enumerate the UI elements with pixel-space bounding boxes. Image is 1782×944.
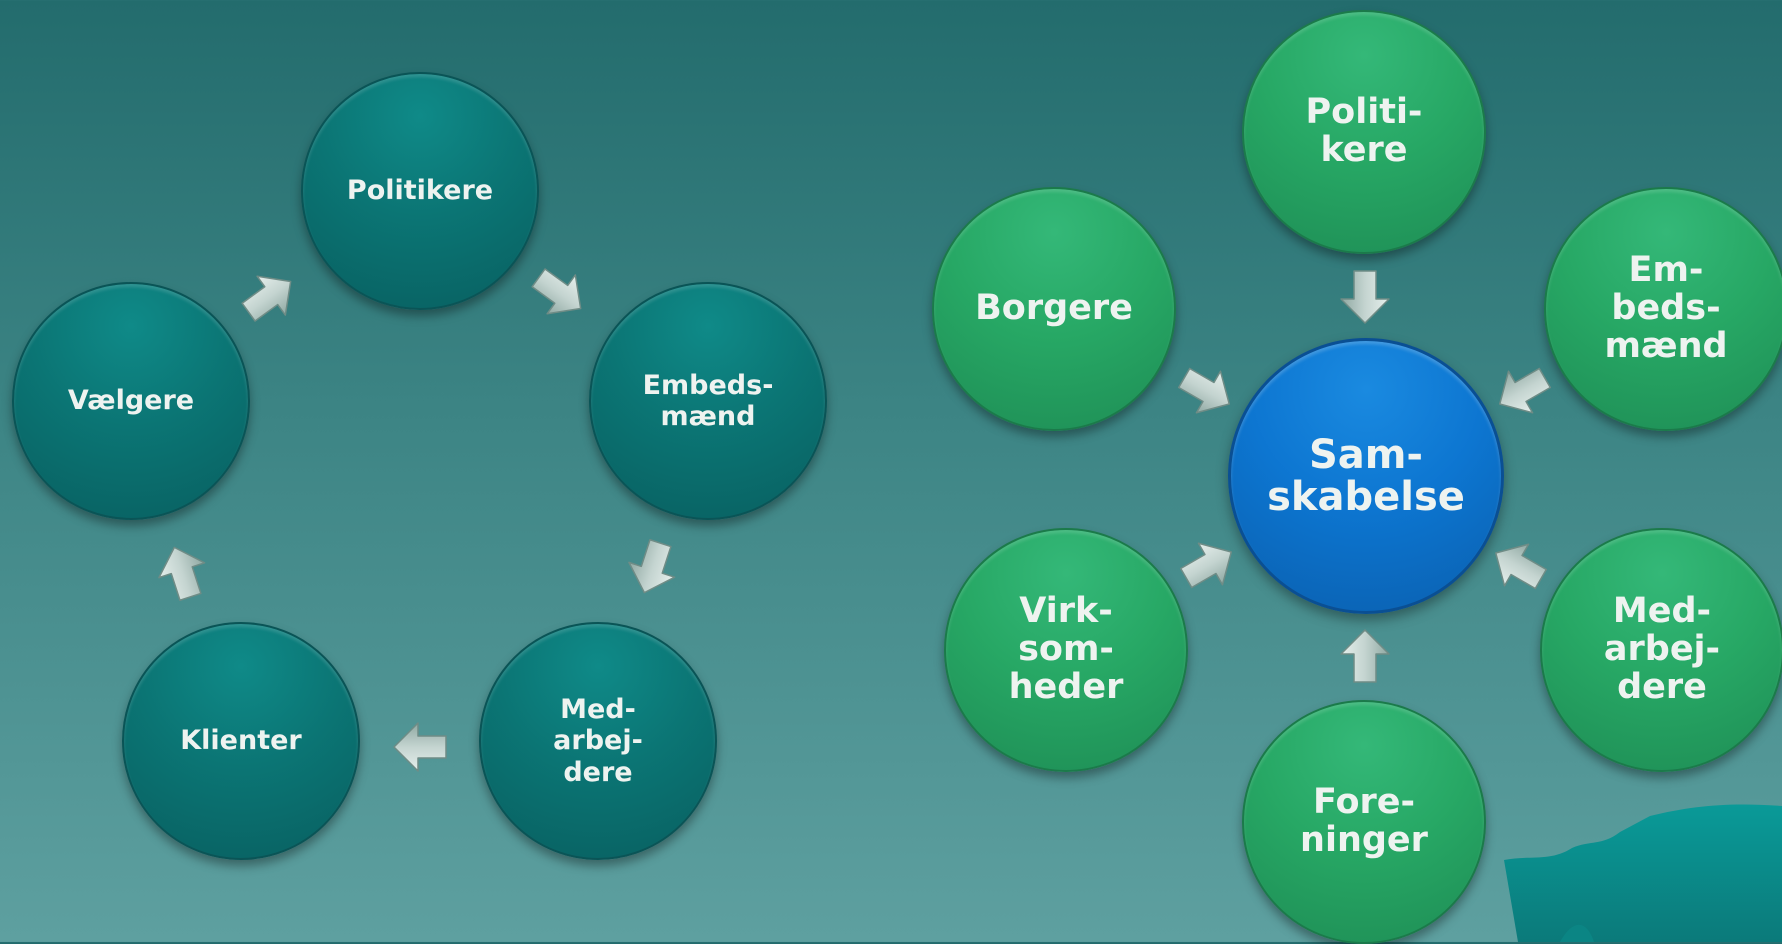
node-embedsmaend: Em- beds- mænd bbox=[1544, 187, 1782, 431]
node-politikere: Politikere bbox=[301, 72, 539, 310]
node-label: Borgere bbox=[975, 288, 1133, 329]
node-label: Politi- kere bbox=[1305, 92, 1423, 170]
node-label: Vælgere bbox=[67, 385, 195, 417]
inward-arrow-icon bbox=[1175, 534, 1239, 598]
node-embedsmaend: Embeds- mænd bbox=[589, 282, 827, 520]
node-virksomheder: Virk- som- heder bbox=[944, 528, 1188, 772]
flow-arrow-icon bbox=[621, 534, 685, 598]
inward-arrow-icon bbox=[1173, 358, 1237, 422]
node-vaelgere: Vælgere bbox=[12, 282, 250, 520]
node-label: Klienter bbox=[180, 725, 302, 757]
decorative-corner-shape bbox=[1504, 804, 1782, 942]
node-medarbejdere: Med- arbej- dere bbox=[1540, 528, 1782, 772]
node-label: Embeds- mænd bbox=[642, 369, 774, 432]
node-label: Fore- ninger bbox=[1300, 782, 1428, 860]
node-label: Med- arbej- dere bbox=[553, 694, 643, 788]
node-foreninger: Fore- ninger bbox=[1242, 700, 1486, 944]
flow-arrow-icon bbox=[390, 715, 454, 779]
inward-arrow-icon bbox=[1333, 263, 1397, 327]
center-label: Sam- skabelse bbox=[1267, 432, 1465, 520]
node-medarbejdere: Med- arbej- dere bbox=[479, 622, 717, 860]
flow-arrow-icon bbox=[151, 542, 215, 606]
node-label: Politikere bbox=[346, 175, 494, 207]
center-node-samskabelse: Sam- skabelse bbox=[1228, 338, 1504, 614]
inward-arrow-icon bbox=[1492, 358, 1556, 422]
node-politikere: Politi- kere bbox=[1242, 10, 1486, 254]
inward-arrow-icon bbox=[1333, 626, 1397, 690]
inward-arrow-icon bbox=[1488, 535, 1552, 599]
node-borgere: Borgere bbox=[932, 187, 1176, 431]
flow-arrow-icon bbox=[526, 260, 590, 324]
node-label: Virk- som- heder bbox=[1008, 591, 1124, 707]
node-label: Em- beds- mænd bbox=[1604, 250, 1728, 366]
node-label: Med- arbej- dere bbox=[1603, 591, 1721, 707]
node-klienter: Klienter bbox=[122, 622, 360, 860]
flow-arrow-icon bbox=[236, 266, 300, 330]
